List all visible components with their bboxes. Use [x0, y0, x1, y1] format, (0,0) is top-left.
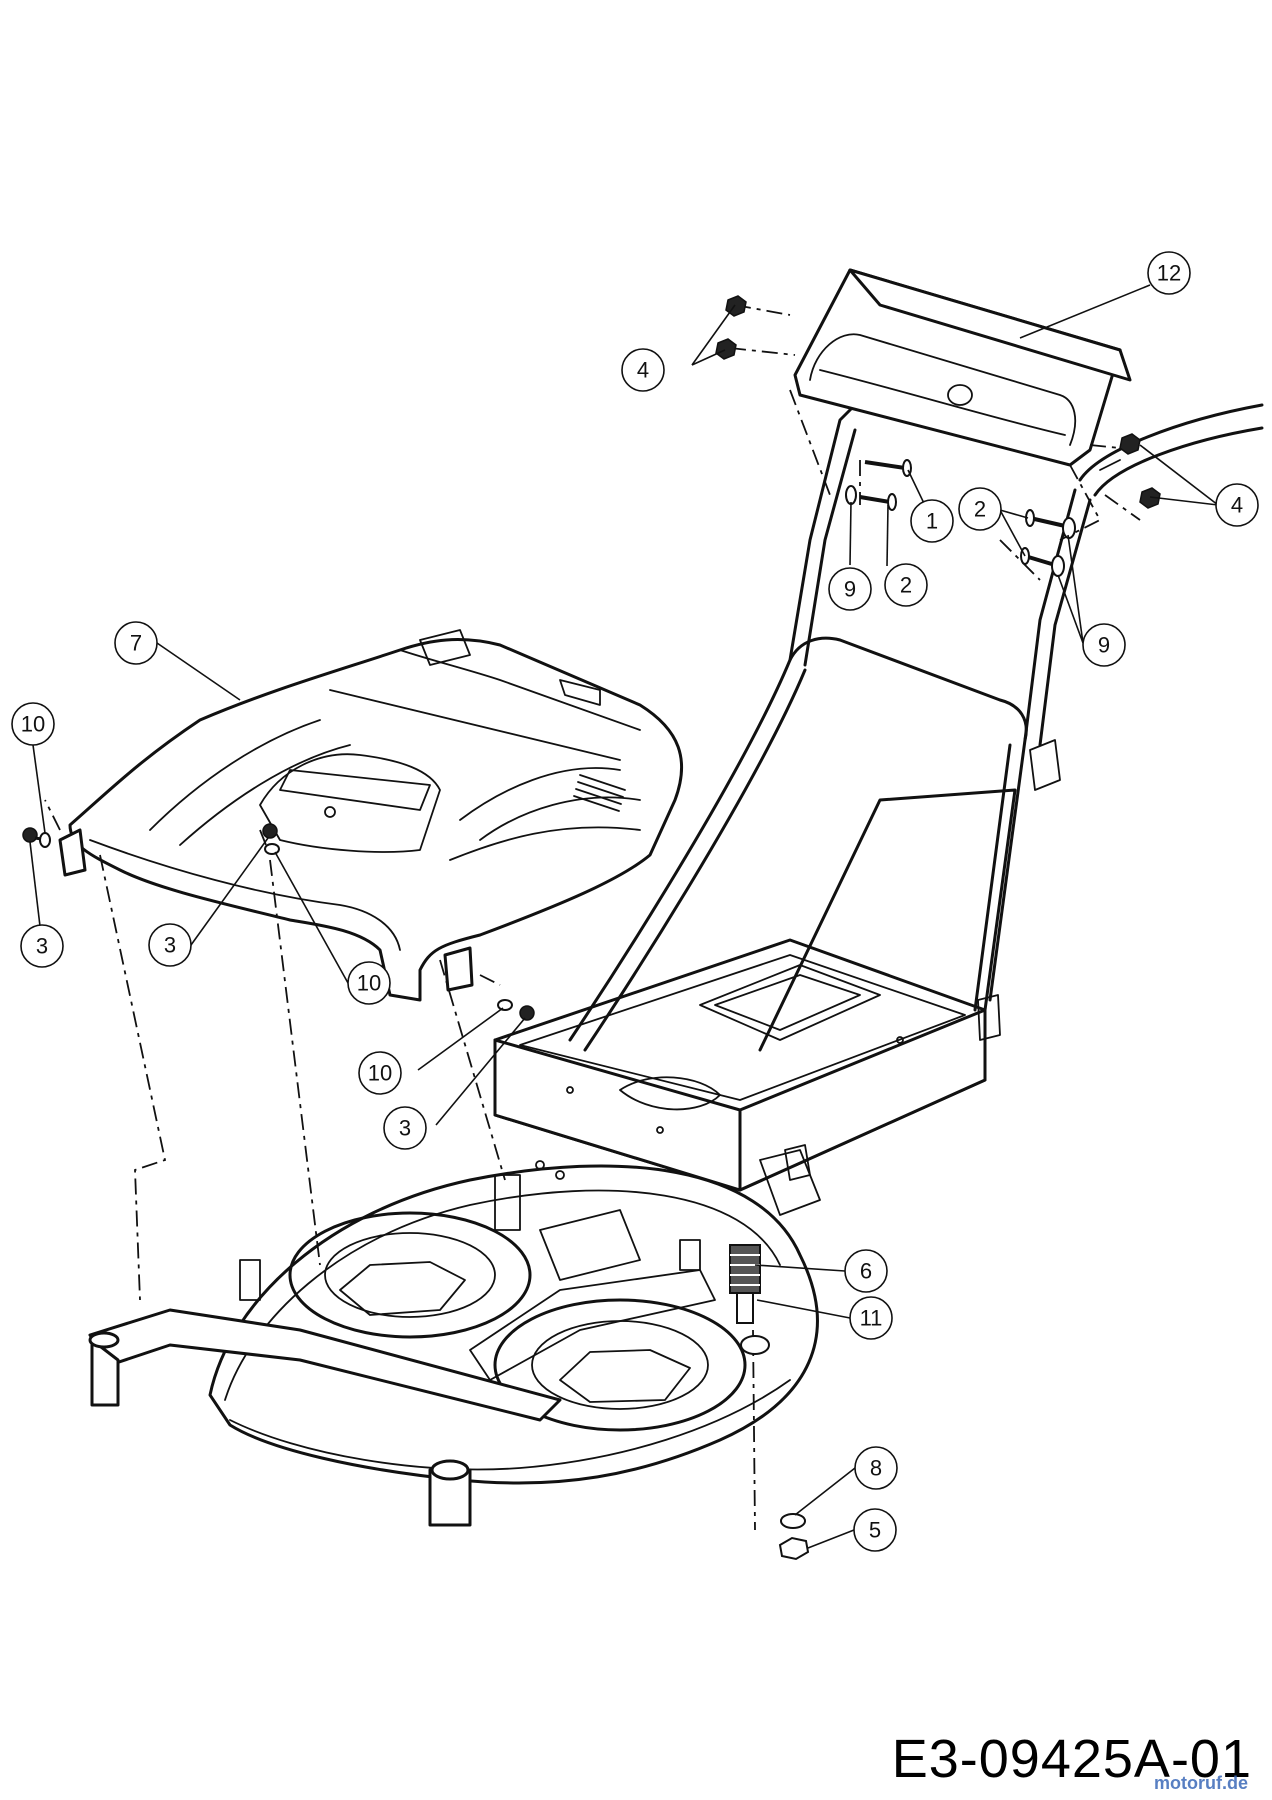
- callout-10: 10: [358, 1051, 402, 1095]
- washer-part-9: [1051, 555, 1065, 577]
- mower-deck: [88, 1164, 819, 1527]
- svg-text:10: 10: [357, 971, 381, 996]
- svg-text:2: 2: [900, 573, 912, 598]
- svg-text:1: 1: [926, 509, 938, 534]
- assembly-lines: [44, 304, 1141, 1531]
- washer-part-9: [1062, 517, 1076, 539]
- nut-part-5: [778, 1536, 810, 1561]
- callout-7: 7: [114, 621, 158, 665]
- cover-part-7: [58, 629, 683, 1002]
- svg-text:6: 6: [860, 1259, 872, 1284]
- washer-part-10: [39, 832, 51, 848]
- leader-lines: [29, 284, 1219, 1549]
- callout-8: 8: [854, 1446, 898, 1490]
- spindle-shaft-part-11: [736, 1292, 770, 1355]
- svg-text:11: 11: [860, 1306, 883, 1331]
- callout-5: 5: [853, 1508, 897, 1552]
- svg-text:4: 4: [1231, 493, 1243, 518]
- screw-part-3: [262, 823, 278, 839]
- svg-text:9: 9: [1098, 633, 1110, 658]
- svg-text:2: 2: [974, 497, 986, 522]
- svg-text:10: 10: [21, 712, 45, 737]
- bolt-part-2: [1020, 547, 1056, 567]
- spindle-part-6: [729, 1244, 761, 1294]
- washer-part-8: [780, 1513, 806, 1529]
- callout-3: 3: [20, 924, 64, 968]
- svg-text:10: 10: [368, 1061, 392, 1086]
- washer-part-10: [497, 999, 513, 1011]
- handle-cover-part-12: [793, 268, 1132, 467]
- svg-text:12: 12: [1157, 261, 1181, 286]
- bolt-part-2: [859, 493, 897, 511]
- bolt-part-2: [1025, 509, 1066, 528]
- washer-part-10: [264, 843, 280, 855]
- nut-part-4: [1119, 433, 1141, 455]
- screw-part-3: [519, 1005, 535, 1021]
- callout-9: 9: [1082, 623, 1126, 667]
- svg-text:3: 3: [399, 1116, 411, 1141]
- washer-part-9: [845, 485, 857, 505]
- callout-3: 3: [148, 923, 192, 967]
- callout-10: 10: [11, 702, 55, 746]
- svg-text:4: 4: [637, 358, 649, 383]
- callout-6: 6: [844, 1249, 888, 1293]
- hardware: [22, 295, 1161, 1561]
- nut-part-4: [1139, 487, 1161, 509]
- callout-2: 2: [958, 487, 1002, 531]
- callout-3: 3: [383, 1106, 427, 1150]
- callout-11: 11: [849, 1296, 893, 1340]
- callouts: 12 4 4 1 2 2 9 9: [11, 251, 1259, 1552]
- callout-12: 12: [1147, 251, 1191, 295]
- callout-10: 10: [347, 961, 391, 1005]
- watermark-logo: motoruf.de: [1154, 1773, 1248, 1793]
- callout-4: 4: [1215, 483, 1259, 527]
- callout-2: 2: [884, 563, 928, 607]
- svg-text:3: 3: [164, 933, 176, 958]
- callout-1: 1: [910, 499, 954, 543]
- svg-text:8: 8: [870, 1456, 882, 1481]
- svg-text:5: 5: [869, 1518, 881, 1543]
- svg-text:9: 9: [844, 577, 856, 602]
- svg-text:3: 3: [36, 934, 48, 959]
- svg-text:7: 7: [130, 631, 142, 656]
- callout-9: 9: [828, 567, 872, 611]
- bolt-part-1: [864, 459, 912, 477]
- callout-4: 4: [621, 348, 665, 392]
- nut-part-4: [715, 338, 737, 360]
- diagram-reference-code: E3-09425A-01: [891, 1729, 1252, 1789]
